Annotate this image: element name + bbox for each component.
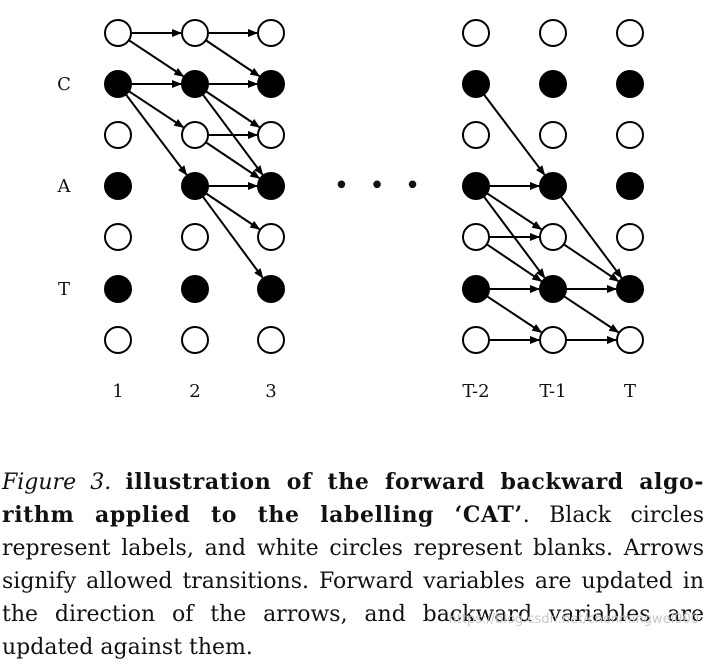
label-node bbox=[104, 172, 132, 200]
blank-node bbox=[462, 223, 490, 251]
blank-node bbox=[616, 121, 644, 149]
blank-node bbox=[462, 19, 490, 47]
blank-node bbox=[181, 19, 209, 47]
transition-arrow bbox=[483, 93, 546, 176]
column-label: T bbox=[624, 381, 636, 402]
label-node bbox=[104, 275, 132, 303]
transition-arrow bbox=[205, 141, 261, 180]
label-node bbox=[257, 275, 285, 303]
transition-arrow bbox=[125, 93, 188, 176]
ellipsis: • • • bbox=[334, 171, 427, 201]
transition-arrow bbox=[128, 90, 185, 129]
column-labels: 1 2 3 T-2 T-1 T bbox=[112, 381, 636, 402]
blank-node bbox=[181, 223, 209, 251]
transition-arrow bbox=[486, 192, 543, 231]
blank-node bbox=[104, 19, 132, 47]
caption-title: illustration of the forward backward alg… bbox=[2, 469, 704, 528]
label-node bbox=[539, 172, 567, 200]
transition-arrow bbox=[563, 243, 620, 282]
label-node bbox=[181, 172, 209, 200]
row-label: C bbox=[57, 74, 71, 95]
blank-node bbox=[257, 19, 285, 47]
label-node bbox=[616, 275, 644, 303]
row-labels: C A T bbox=[57, 74, 72, 300]
label-node bbox=[462, 70, 490, 98]
blank-node bbox=[462, 326, 490, 354]
blank-node bbox=[616, 223, 644, 251]
blank-node bbox=[104, 326, 132, 354]
label-node bbox=[616, 172, 644, 200]
column-label: T-2 bbox=[462, 381, 489, 402]
figure-caption: Figure 3. illustration of the forward ba… bbox=[2, 466, 704, 664]
column-label: 1 bbox=[112, 381, 123, 402]
label-node bbox=[462, 172, 490, 200]
label-node bbox=[257, 172, 285, 200]
blank-node bbox=[104, 223, 132, 251]
label-node bbox=[104, 70, 132, 98]
transition-arrow bbox=[205, 192, 261, 231]
watermark: https://blog.csdn.net/chenmingwei000 bbox=[448, 612, 699, 627]
blank-node bbox=[539, 326, 567, 354]
column-label: 3 bbox=[265, 381, 276, 402]
blank-node bbox=[539, 223, 567, 251]
figure-label: Figure 3. bbox=[2, 470, 112, 495]
transition-arrows bbox=[125, 29, 623, 344]
transition-arrow bbox=[486, 295, 543, 334]
label-node bbox=[181, 70, 209, 98]
lattice-nodes bbox=[104, 19, 644, 354]
transition-arrow bbox=[486, 243, 543, 282]
caption-title-end: . bbox=[522, 503, 530, 528]
transition-arrow bbox=[205, 39, 261, 78]
blank-node bbox=[104, 121, 132, 149]
blank-node bbox=[257, 223, 285, 251]
blank-node bbox=[539, 19, 567, 47]
blank-node bbox=[462, 121, 490, 149]
label-node bbox=[539, 70, 567, 98]
label-node bbox=[257, 70, 285, 98]
column-label: 2 bbox=[189, 381, 200, 402]
column-label: T-1 bbox=[539, 381, 566, 402]
label-node bbox=[539, 275, 567, 303]
transition-arrow bbox=[205, 90, 261, 129]
transition-arrow bbox=[201, 195, 264, 279]
caption-body: Black circles represent labels, and whit… bbox=[2, 503, 704, 660]
blank-node bbox=[616, 19, 644, 47]
label-node bbox=[616, 70, 644, 98]
label-node bbox=[181, 275, 209, 303]
blank-node bbox=[181, 121, 209, 149]
row-label: T bbox=[58, 279, 70, 300]
blank-node bbox=[616, 326, 644, 354]
label-node bbox=[462, 275, 490, 303]
transition-arrow bbox=[128, 39, 185, 78]
forward-backward-lattice-diagram: C A T 1 2 3 T-2 T-1 T • • • bbox=[57, 19, 644, 402]
blank-node bbox=[257, 121, 285, 149]
blank-node bbox=[257, 326, 285, 354]
blank-node bbox=[181, 326, 209, 354]
transition-arrow bbox=[563, 295, 620, 334]
row-label: A bbox=[57, 176, 72, 197]
blank-node bbox=[539, 121, 567, 149]
transition-arrow bbox=[559, 195, 623, 279]
